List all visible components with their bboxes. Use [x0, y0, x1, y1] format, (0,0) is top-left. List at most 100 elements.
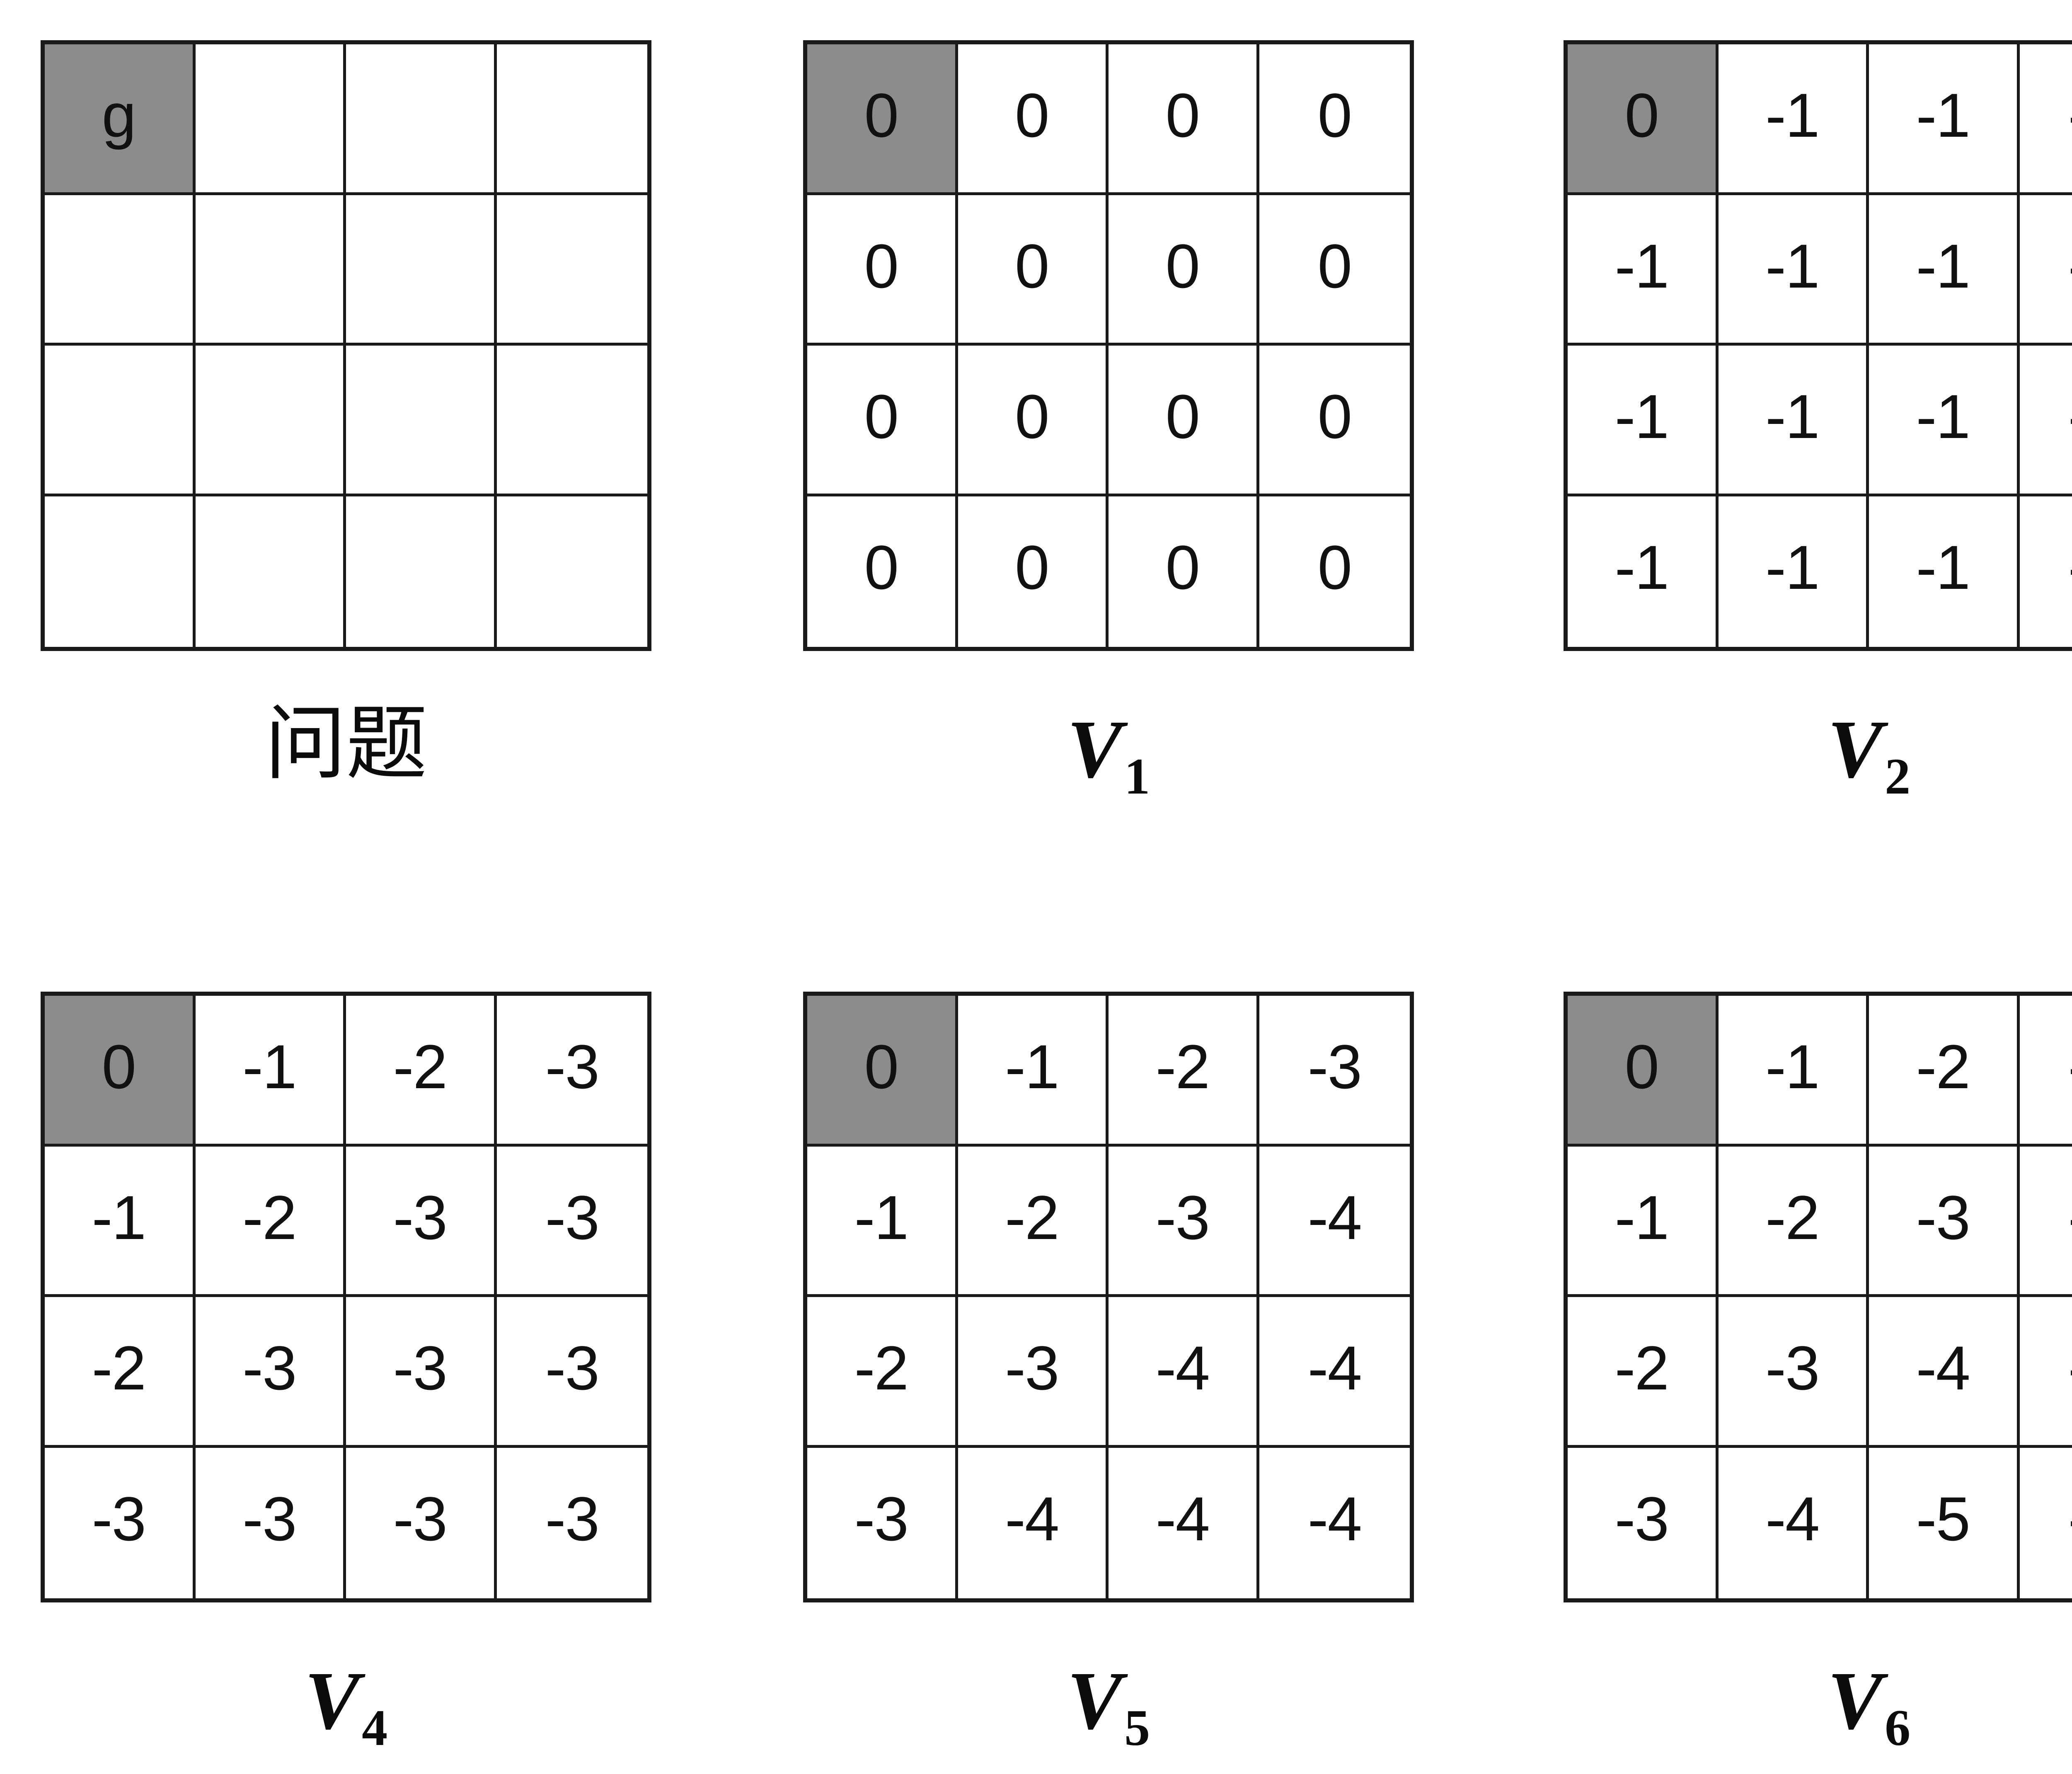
- grid-cell-goal: 0: [807, 44, 958, 195]
- cell-value: -4: [1307, 1333, 1362, 1403]
- cell-value: -3: [393, 1484, 448, 1554]
- grid-cell: -2: [1869, 996, 2020, 1147]
- grid-cell: [496, 496, 647, 647]
- cell-value: 0: [1165, 80, 1200, 150]
- grid-cell: 0: [958, 346, 1109, 496]
- cell-value: -2: [854, 1333, 909, 1403]
- cell-value: 0: [1317, 231, 1352, 301]
- grid-cell: -2: [45, 1297, 196, 1448]
- grid-cell: -3: [958, 1297, 1109, 1448]
- value-grid: 0-1-2-3-1-2-3-3-2-3-3-3-3-3-3-3: [41, 992, 651, 1602]
- grid-cell: [346, 346, 497, 496]
- grid-cell: [195, 496, 346, 647]
- value-grid: 0-1-1-1-1-1-1-1-1-1-1-1-1-1-1-1: [1564, 40, 2072, 651]
- grid-cell: -4: [1259, 1447, 1410, 1598]
- grid-cell: -3: [346, 1146, 497, 1297]
- grid-cell: -1: [1718, 496, 1869, 647]
- grid-cell: -3: [1718, 1297, 1869, 1448]
- cell-value: 0: [864, 532, 899, 602]
- value-grid: 0-1-2-3-1-2-3-4-2-3-4-5-3-4-5-5: [1564, 992, 2072, 1602]
- cell-value: -3: [1916, 1182, 1970, 1252]
- grid-cell: -1: [2019, 346, 2072, 496]
- grid-cell: 0: [958, 195, 1109, 346]
- panel-caption: 问题: [264, 697, 427, 791]
- grid-cell: -1: [1568, 346, 1719, 496]
- cell-value: -1: [1765, 231, 1820, 301]
- grid-cell: -5: [2019, 1447, 2072, 1598]
- panel-caption: V2: [1564, 708, 2072, 802]
- cell-value: 0: [864, 1032, 899, 1101]
- cell-value: -1: [1916, 231, 1970, 301]
- grid-cell: -2: [195, 1146, 346, 1297]
- grid-cell-goal: g: [45, 44, 196, 195]
- grid-cell: -4: [958, 1447, 1109, 1598]
- grid-cell: 0: [958, 496, 1109, 647]
- grid-cell: -2: [346, 996, 497, 1147]
- caption-symbol: V: [304, 1655, 360, 1747]
- cell-value: -4: [1307, 1484, 1362, 1554]
- grid-cell: -2: [1718, 1146, 1869, 1297]
- grid-cell: [346, 195, 497, 346]
- cell-value: -1: [854, 1182, 909, 1252]
- grid-cell: [496, 195, 647, 346]
- cell-value: -3: [393, 1182, 448, 1252]
- grid-cell: -1: [1869, 44, 2020, 195]
- cell-value: -1: [1615, 532, 1669, 602]
- cell-value: -1: [1615, 231, 1669, 301]
- cell-value: 0: [1317, 80, 1352, 150]
- grid-cell: [346, 44, 497, 195]
- grid-cell: -1: [2019, 496, 2072, 647]
- grid-cell: -1: [807, 1146, 958, 1297]
- cell-value: -2: [92, 1333, 146, 1403]
- cell-value: 0: [1165, 382, 1200, 451]
- grid-cell: -2: [1568, 1297, 1719, 1448]
- cell-value: -2: [1005, 1182, 1059, 1252]
- cell-value: -1: [1916, 532, 1970, 602]
- caption-symbol: V: [1827, 704, 1883, 795]
- grid-cell: [346, 496, 497, 647]
- grid-cell: -3: [496, 1447, 647, 1598]
- grid-cell: -1: [2019, 44, 2072, 195]
- grid-cell: -1: [1718, 44, 1869, 195]
- panel-caption: V5: [803, 1660, 1414, 1754]
- grid-cell: -4: [1109, 1447, 1259, 1598]
- grid-cell: -2: [1109, 996, 1259, 1147]
- value-grid: 0-1-2-3-1-2-3-4-2-3-4-4-3-4-4-4: [803, 992, 1414, 1602]
- grid-cell: 0: [807, 346, 958, 496]
- cell-value: -3: [545, 1484, 600, 1554]
- grid-cell: -3: [1568, 1447, 1719, 1598]
- grid-cell: -1: [1869, 496, 2020, 647]
- grid-cell: -4: [1109, 1297, 1259, 1448]
- cell-value: -3: [242, 1333, 297, 1403]
- cell-value: -2: [1916, 1032, 1970, 1101]
- cell-value: -4: [1765, 1484, 1820, 1554]
- cell-value: -3: [1765, 1333, 1820, 1403]
- cell-value: -3: [1005, 1333, 1059, 1403]
- cell-value: 0: [1624, 80, 1659, 150]
- cell-value: -1: [1005, 1032, 1059, 1101]
- grid-cell: 0: [807, 195, 958, 346]
- cell-value: -1: [1765, 382, 1820, 451]
- cell-value: -3: [545, 1032, 600, 1101]
- grid-cell: -5: [2019, 1297, 2072, 1448]
- grid-cell: 0: [1109, 44, 1259, 195]
- grid-cell: -3: [195, 1297, 346, 1448]
- grid-cell: -4: [1869, 1297, 2020, 1448]
- grid-cell: [496, 44, 647, 195]
- grid-cell: -3: [496, 1297, 647, 1448]
- cell-value: -1: [1765, 80, 1820, 150]
- caption-symbol: V: [1067, 704, 1123, 795]
- cell-value: -3: [854, 1484, 909, 1554]
- grid-cell: -1: [45, 1146, 196, 1297]
- cell-value: -4: [1155, 1333, 1210, 1403]
- cell-value: 0: [1015, 382, 1049, 451]
- cell-value: -2: [1155, 1032, 1210, 1101]
- grid-cell-goal: 0: [1568, 44, 1719, 195]
- cell-value: -1: [1916, 80, 1970, 150]
- grid-cell: -1: [1869, 346, 2020, 496]
- grid-cell: [195, 195, 346, 346]
- grid-cell: -3: [346, 1447, 497, 1598]
- grid-cell: -4: [1718, 1447, 1869, 1598]
